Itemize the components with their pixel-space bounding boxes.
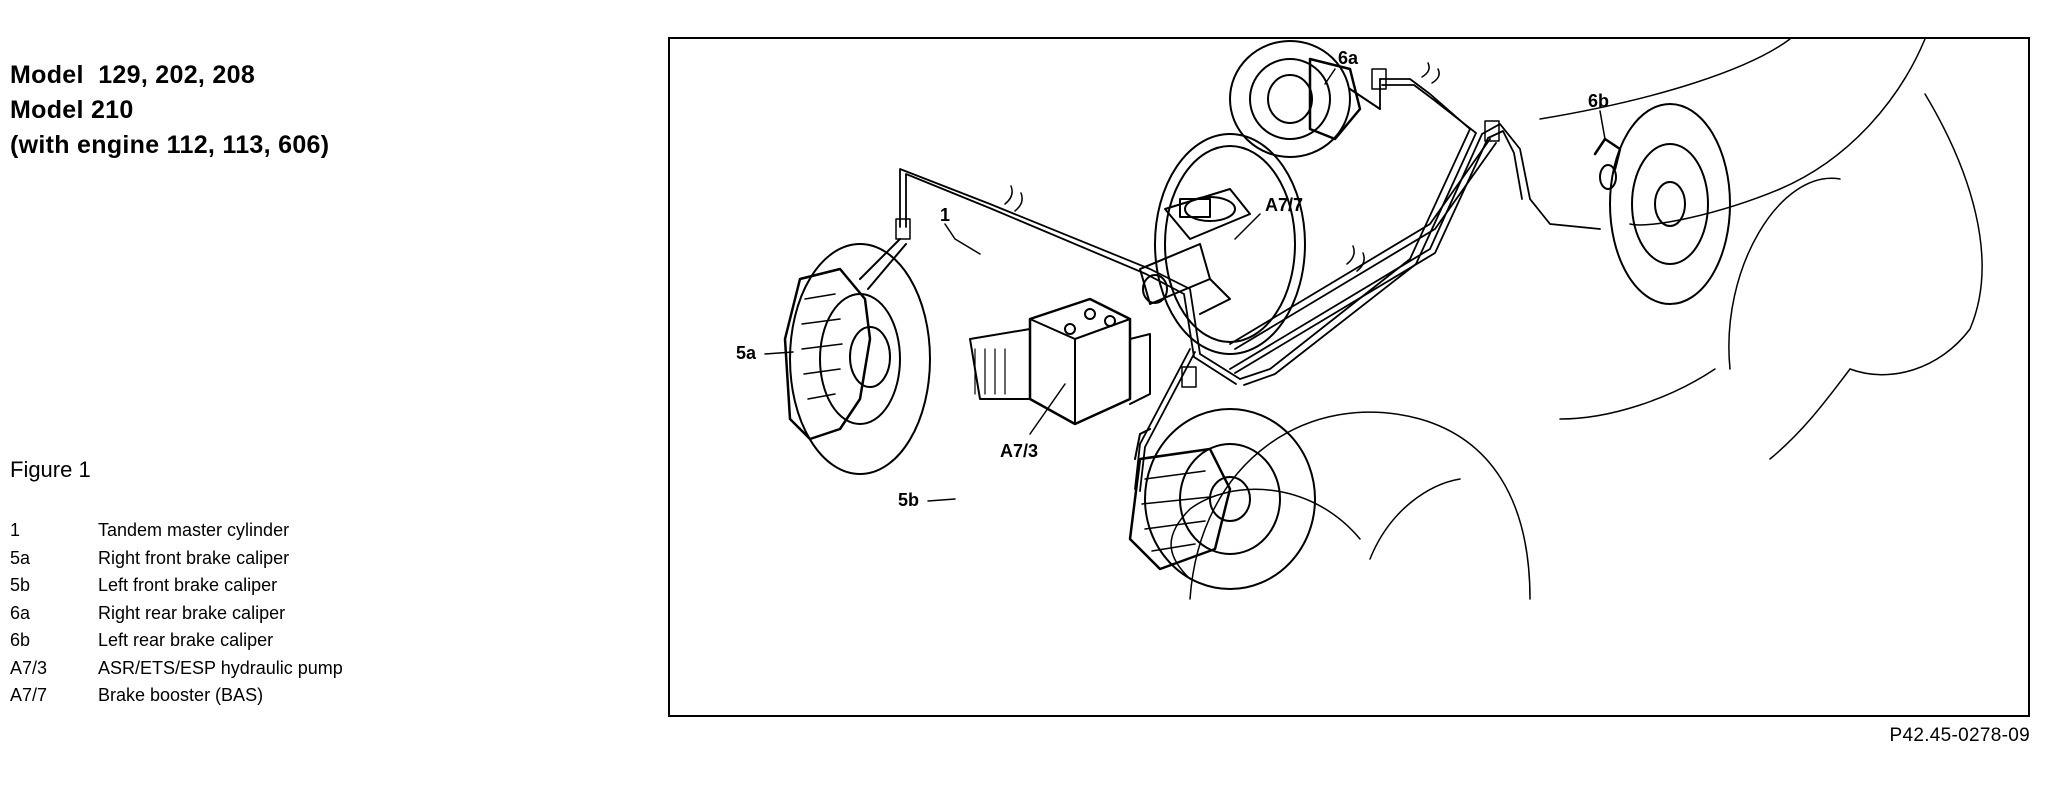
reference-code: P42.45-0278-09 — [1889, 725, 2030, 746]
line-fittings — [895, 68, 1500, 388]
legend-row: A7/3 ASR/ETS/ESP hydraulic pump — [10, 655, 343, 683]
line-break-marks — [1004, 62, 1440, 272]
label-6b: 6b — [1588, 91, 1609, 111]
legend-key: 5b — [10, 575, 31, 595]
legend-key: 5a — [10, 547, 31, 568]
model-heading: Model 129, 202, 208 Model 210 (with engi… — [10, 58, 329, 163]
wheel-arches — [1189, 177, 1841, 600]
label-6a: 6a — [1338, 48, 1359, 68]
legend-key: 6a — [10, 602, 31, 623]
legend-key: A7/7 — [10, 685, 48, 705]
legend-key: 6b — [10, 630, 31, 650]
engine-line: (with engine 112, 113, 606) — [10, 131, 330, 159]
left-rear-brake-caliper-6b — [1593, 103, 1731, 305]
legend-row: 6a Right rear brake caliper — [10, 600, 343, 628]
label-5b: 5b — [898, 490, 919, 510]
legend-desc: Tandem master cylinder — [98, 520, 290, 540]
model-line-1: Model 129, 202, 208 — [10, 61, 256, 89]
hydraulic-pump-a7-3 — [969, 297, 1151, 426]
tandem-master-cylinder-1 — [1139, 243, 1231, 315]
figure-title: Figure 1 — [10, 457, 91, 482]
right-rear-brake-caliper-6a — [1229, 40, 1381, 158]
legend-desc: Right front brake caliper — [98, 547, 290, 568]
legend-key: 1 — [10, 520, 21, 540]
legend-row: 5a Right front brake caliper — [10, 545, 343, 573]
legend-key: A7/3 — [10, 657, 48, 678]
label-a7-3: A7/3 — [1000, 441, 1038, 461]
diagram-canvas: 5a 1 A7/7 A7/3 6a 6b 5b — [736, 39, 1983, 600]
legend-desc: Brake booster (BAS) — [98, 685, 264, 705]
legend-row: 5b Left front brake caliper — [10, 572, 343, 600]
legend-desc: ASR/ETS/ESP hydraulic pump — [98, 657, 343, 678]
label-1: 1 — [940, 205, 950, 225]
legend-row: A7/7 Brake booster (BAS) — [10, 682, 343, 710]
label-5a: 5a — [736, 343, 757, 363]
right-front-brake-caliper-5a — [783, 238, 931, 475]
left-front-brake-caliper-5b — [1128, 408, 1316, 590]
brake-lines — [899, 78, 1601, 492]
vehicle-body-outline — [1170, 39, 1983, 580]
legend-row: 1 Tandem master cylinder — [10, 517, 343, 545]
brake-system-diagram: 5a 1 A7/7 A7/3 6a 6b 5b — [668, 37, 2030, 717]
legend-desc: Left rear brake caliper — [98, 630, 274, 650]
legend-row: 6b Left rear brake caliper — [10, 627, 343, 655]
legend-desc: Right rear brake caliper — [98, 602, 286, 623]
legend-desc: Left front brake caliper — [98, 575, 278, 595]
legend: 1 Tandem master cylinder 5a Right front … — [10, 517, 343, 710]
model-line-2: Model 210 — [10, 96, 134, 124]
leader-lines — [764, 68, 1606, 502]
label-a7-7: A7/7 — [1265, 195, 1303, 215]
brake-booster-a7-7 — [1154, 133, 1306, 355]
